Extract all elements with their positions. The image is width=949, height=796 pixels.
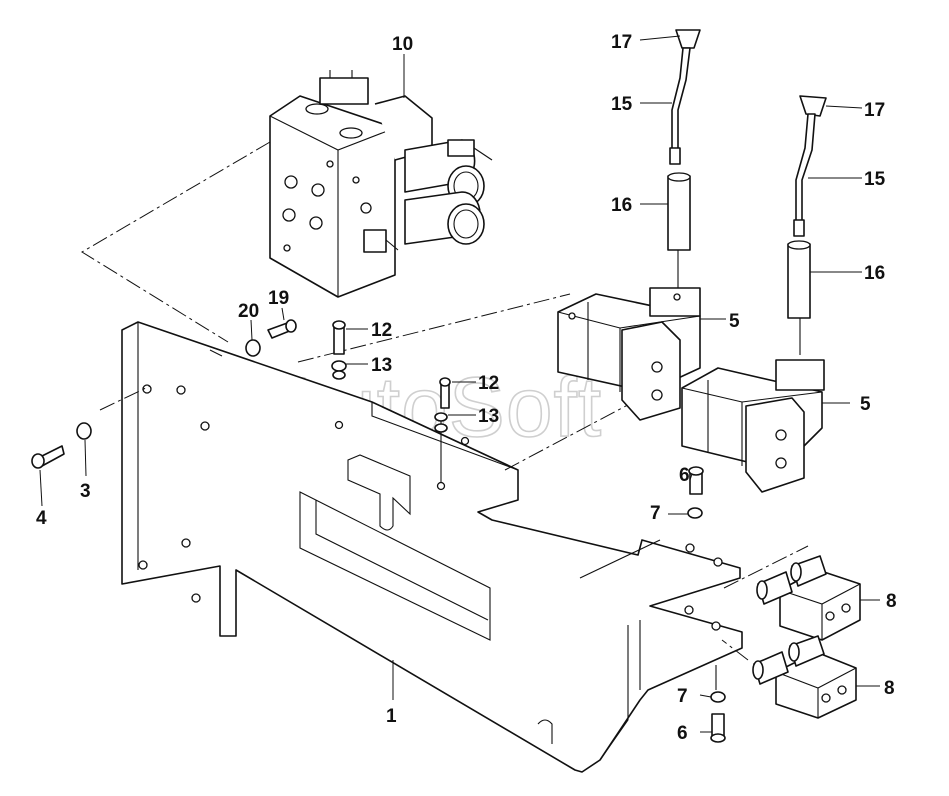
callout-20: 20 (238, 301, 259, 322)
callout-8-upper: 8 (886, 591, 897, 612)
callout-12-lower: 12 (478, 373, 499, 394)
lever-assembly-right (787, 95, 827, 319)
callout-5-lower: 5 (860, 394, 871, 415)
directional-valve-5-upper (557, 287, 701, 421)
callout-8-lower: 8 (884, 678, 895, 699)
callout-7-lower: 7 (677, 686, 688, 707)
callout-19: 19 (268, 288, 289, 309)
callout-16-left: 16 (611, 195, 632, 216)
callout-3: 3 (80, 481, 91, 502)
callout-15-right: 15 (864, 169, 886, 190)
leader-lines (39, 35, 880, 733)
callout-15-left: 15 (611, 94, 633, 115)
valve-block-part-10 (269, 70, 493, 298)
block-8-lower (752, 635, 857, 719)
directional-valve-5-lower (681, 359, 825, 493)
block-8-upper (756, 555, 861, 641)
hardware (31, 319, 726, 743)
callout-12-upper: 12 (371, 320, 392, 341)
lever-assembly-left (667, 29, 701, 251)
callout-5-upper: 5 (729, 311, 740, 332)
callout-6-upper: 6 (679, 465, 690, 486)
callout-10: 10 (392, 34, 413, 55)
callout-4: 4 (36, 508, 47, 529)
callout-labels: 10 17 15 16 5 17 15 16 5 12 13 12 13 19 … (36, 32, 897, 744)
callout-16-right: 16 (864, 263, 885, 284)
callout-13-upper: 13 (371, 355, 392, 376)
callout-17-right: 17 (864, 100, 885, 121)
callout-1: 1 (386, 706, 397, 727)
callout-7-upper: 7 (650, 503, 661, 524)
main-bracket-part-1 (121, 321, 743, 773)
callout-13-lower: 13 (478, 406, 499, 427)
callout-17-left: 17 (611, 32, 632, 53)
callout-6-lower: 6 (677, 723, 688, 744)
